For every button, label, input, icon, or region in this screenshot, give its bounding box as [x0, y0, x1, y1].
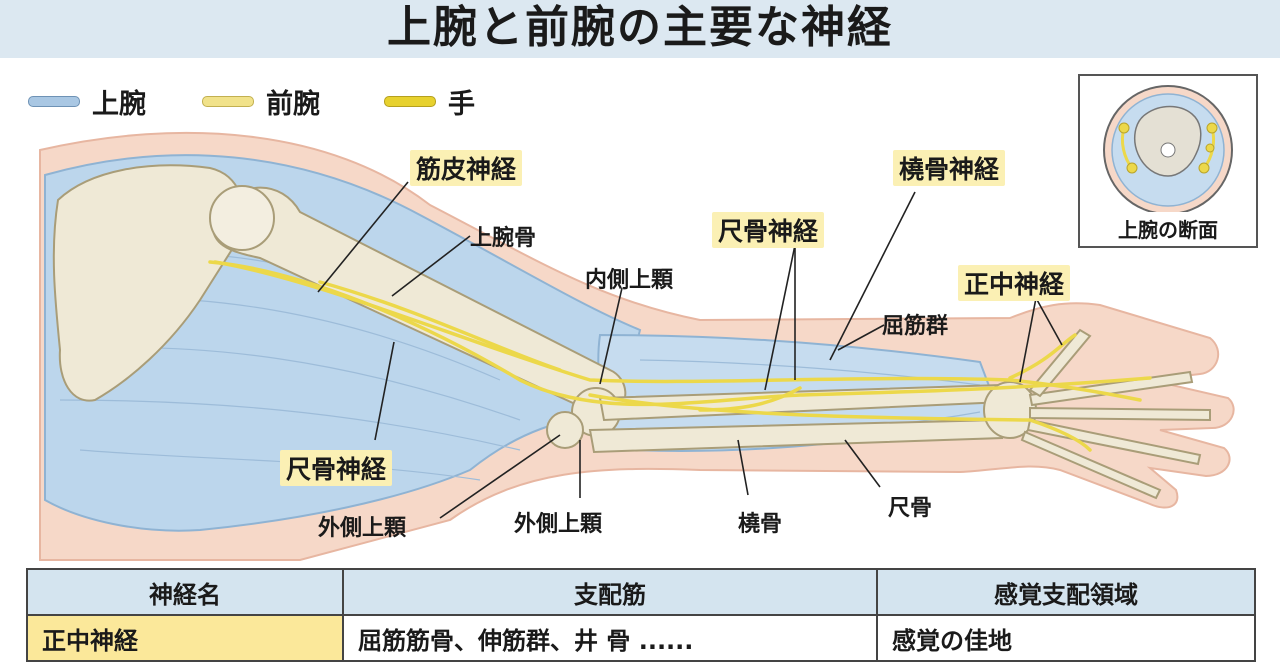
label-lateral-epicondyle-2: 外側上顆 [514, 512, 603, 537]
legend-item-forearm: 前腕 [202, 84, 320, 120]
table-header-cell: 支配筋 [342, 568, 878, 616]
label-humerus: 上腕骨 [470, 226, 537, 251]
table-header-row: 神経名 支配筋 感覚支配領域 [26, 568, 1256, 616]
legend-swatch [384, 95, 436, 107]
label-radial-nerve: 橈骨神経 [893, 150, 1006, 186]
label-lateral-epicondyle-1: 外側上顆 [318, 516, 407, 541]
radius-bone [588, 418, 1004, 454]
cross-section-illustration [1103, 85, 1233, 215]
table-cell: 正中神経 [26, 614, 344, 662]
leader-lines [317, 181, 1063, 519]
label-musculocutaneous-nerve: 筋皮神経 [410, 150, 523, 186]
nerve-paths [208, 260, 1152, 452]
table-header-cell: 感覚支配領域 [876, 568, 1256, 616]
legend-swatch [28, 95, 80, 107]
label-flexor-group: 屈筋群 [882, 314, 949, 339]
humeral-head [209, 185, 275, 251]
legend-item-hand: 手 [384, 84, 475, 120]
cross-section-inset: 上腕の断面 [1078, 74, 1258, 248]
scapula [52, 164, 244, 402]
table-cell: 屈筋筋骨、伸筋群、井 骨 ...... [342, 614, 878, 662]
page-title: 上腕と前腕の主要な神経 [387, 2, 893, 53]
hand-bones [983, 328, 1211, 500]
label-ulna: 尺骨 [888, 496, 933, 521]
label-median-nerve: 正中神経 [958, 265, 1071, 301]
legend-label: 上腕 [92, 88, 146, 120]
legend-label: 前腕 [266, 88, 320, 120]
title-bar [0, 0, 1280, 58]
label-medial-epicondyle: 内側上顆 [585, 268, 674, 293]
legend-item-upper-arm: 上腕 [28, 84, 146, 120]
label-radius: 橈骨 [738, 512, 783, 537]
inset-label: 上腕の断面 [1118, 218, 1218, 242]
label-ulnar-nerve-top: 尺骨神経 [712, 212, 825, 248]
label-ulnar-nerve-left: 尺骨神経 [280, 450, 393, 486]
table-header-cell: 神経名 [26, 568, 344, 616]
legend-swatch [202, 95, 254, 107]
table-row: 正中神経 屈筋筋骨、伸筋群、井 骨 ...... 感覚の佳地 [26, 614, 1256, 662]
nerve-table: 神経名 支配筋 感覚支配領域 正中神経 屈筋筋骨、伸筋群、井 骨 ...... … [26, 568, 1256, 662]
table-cell: 感覚の佳地 [876, 614, 1256, 662]
legend-label: 手 [448, 88, 475, 120]
elbow-condyle [546, 411, 584, 449]
